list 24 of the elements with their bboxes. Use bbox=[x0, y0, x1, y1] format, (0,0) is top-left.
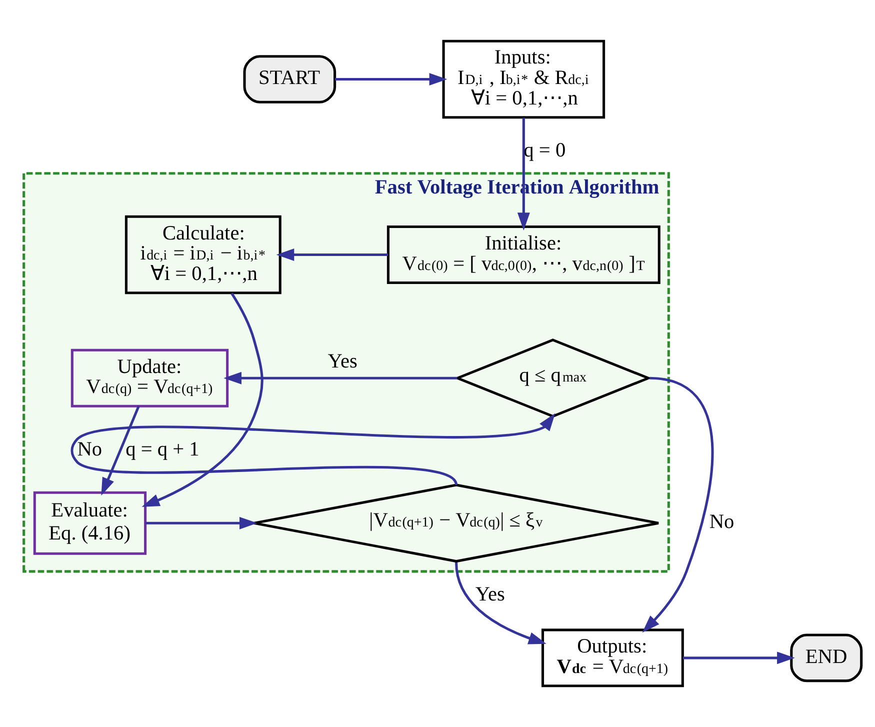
edge-label: Yes bbox=[328, 350, 358, 373]
arrow bbox=[142, 292, 264, 507]
arrow bbox=[517, 118, 530, 230]
node-box: END bbox=[790, 634, 863, 682]
arrow bbox=[455, 562, 546, 644]
arrow bbox=[276, 248, 388, 261]
arrow bbox=[682, 652, 795, 664]
node-box: Outputs: Vdc = Vdc(q+1) bbox=[541, 628, 684, 688]
arrow bbox=[70, 413, 556, 486]
node-diamond: |Vdc(q+1) − Vdc(q)| ≤ ξv bbox=[252, 484, 660, 563]
edge-label: q = q + 1 bbox=[126, 438, 200, 460]
edge-label: No bbox=[77, 438, 102, 460]
edge-label: Yes bbox=[475, 583, 505, 606]
arrow bbox=[224, 372, 458, 384]
node-box: Evaluate: Eq. (4.16) bbox=[33, 491, 147, 555]
edge-label: No bbox=[709, 510, 734, 533]
node-box: Update: Vdc(q) = Vdc(q+1) bbox=[70, 348, 229, 408]
arrow bbox=[101, 406, 140, 496]
node-box: Inputs: ID,i , Ib,i* & Rdc,i ∀i = 0,1,⋯,n bbox=[442, 40, 606, 119]
node-box: START bbox=[243, 55, 336, 104]
arrow bbox=[334, 73, 448, 86]
arrow bbox=[145, 516, 258, 530]
node-box: Initialise: Vdc(0) = [ vdc,0(0), ⋯, vdc,n(0) ]T bbox=[386, 226, 660, 284]
node-box: Calculate: idc,i = iD,i − ib,i* ∀i = 0,1,⋯,n bbox=[124, 215, 282, 294]
